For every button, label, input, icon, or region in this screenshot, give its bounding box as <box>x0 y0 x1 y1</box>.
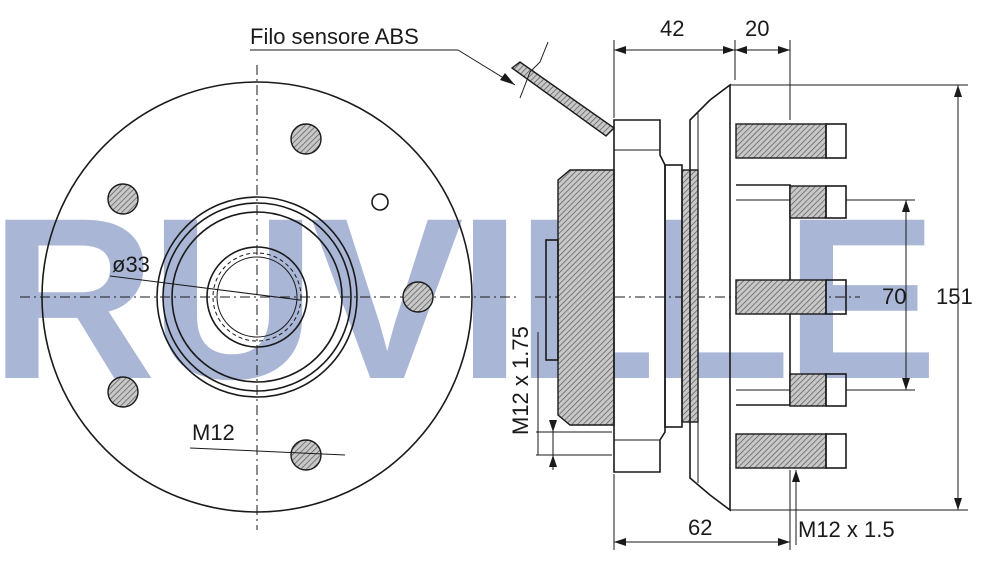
arrow-62-left <box>614 538 626 546</box>
diameter-leader <box>109 275 301 301</box>
dim-151-label: 151 <box>936 284 973 309</box>
arrow-42-left <box>614 46 626 54</box>
dim-70-label: 70 <box>882 284 906 309</box>
stud-3 <box>735 279 827 315</box>
abs-wire-break-mark <box>519 41 549 99</box>
abs-leader-arrow <box>500 73 515 85</box>
arrow-151-bottom <box>954 498 962 510</box>
bolt-hole-bottom <box>290 439 322 471</box>
arrow-70-top <box>902 200 910 212</box>
bolt-hole-upper-left <box>107 183 139 215</box>
front-view: ø33 M12 <box>20 65 520 530</box>
hub-back-cup <box>557 169 615 426</box>
spindle-stub <box>545 239 559 361</box>
stud-thread-label: M12 x 1.5 <box>798 517 895 542</box>
arrow-20-left <box>735 46 747 54</box>
stud-thread-arrow <box>792 470 800 482</box>
hub-ring-outer <box>156 196 358 398</box>
spline-teeth <box>212 252 302 342</box>
abs-sensor-wire <box>510 61 616 137</box>
hub-ring-3 <box>171 211 343 383</box>
stud-2-tip <box>825 185 847 219</box>
dim-42-label: 42 <box>660 16 684 41</box>
flange-outer-circle <box>41 81 473 513</box>
stud-1-tip <box>825 123 847 159</box>
arrow-151-top <box>954 85 962 97</box>
bearing-gap <box>664 164 683 428</box>
stud-5 <box>735 433 827 469</box>
bolt-hole-lower-left <box>107 376 139 408</box>
m12-leader <box>189 447 346 456</box>
bolt-hole-right <box>402 281 434 313</box>
stud-1 <box>735 123 827 159</box>
abs-wire-label: Filo sensore ABS <box>250 24 419 49</box>
stud-5-tip <box>825 433 847 469</box>
stud-4 <box>789 373 827 407</box>
wheel-bolt-label: M12 <box>192 420 235 445</box>
mount-plate <box>613 119 666 473</box>
stud-3-tip <box>825 279 847 315</box>
arrow-20-right <box>778 46 790 54</box>
spindle-thread-label: M12 x 1.75 <box>508 326 533 435</box>
bore-diameter-label: ø33 <box>112 252 150 277</box>
dim-62-label: 62 <box>688 515 712 540</box>
wheel-studs <box>735 123 847 469</box>
arrow-62-right <box>778 538 790 546</box>
stud-2 <box>789 185 827 219</box>
side-view: Filo sensore ABS 42 20 62 M12 x 1.5 70 <box>250 16 973 550</box>
small-hole <box>371 193 389 211</box>
arrow-42-right <box>723 46 735 54</box>
arrow-70-bottom <box>902 378 910 390</box>
spline-inner-circle <box>216 256 298 338</box>
dim-20-label: 20 <box>745 16 769 41</box>
bolt-hole-top <box>290 123 322 155</box>
spline-outer-circle <box>206 246 308 348</box>
hub-ring-2 <box>162 202 352 392</box>
